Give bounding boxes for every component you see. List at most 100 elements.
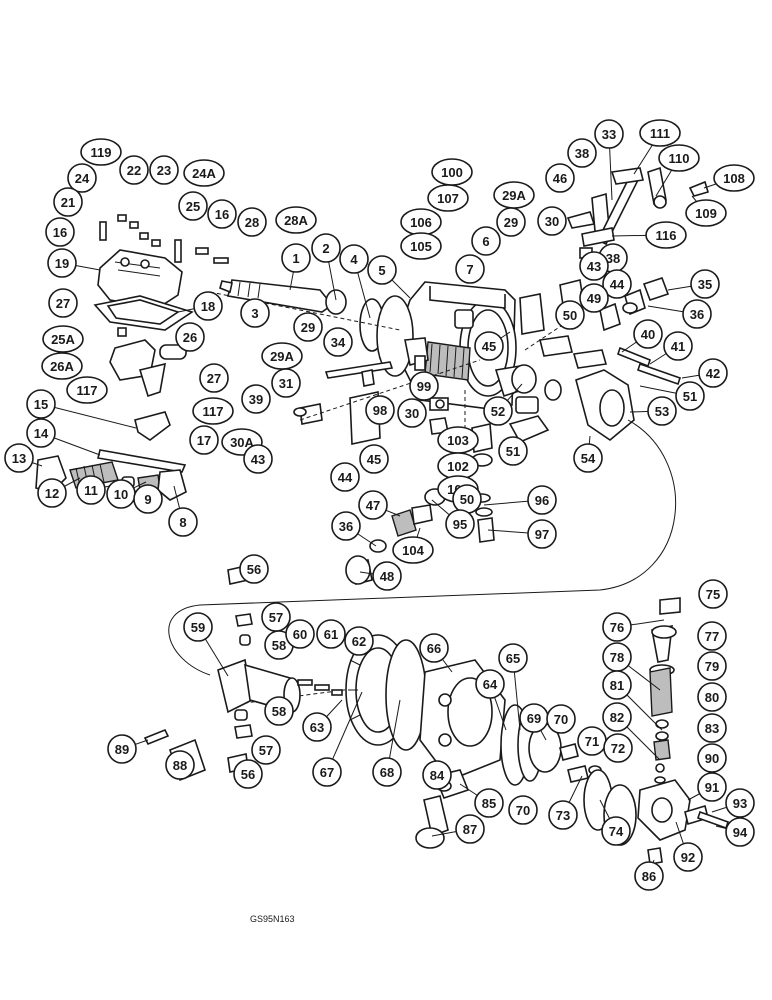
callout-64: 64 [475, 669, 505, 699]
callout-70: 70 [508, 795, 538, 825]
callout-13: 13 [4, 443, 34, 473]
callout-number: 56 [241, 767, 255, 782]
callout-17: 17 [189, 425, 219, 455]
callout-number: 24A [192, 166, 216, 181]
callout-73: 73 [548, 800, 578, 830]
callout-6: 6 [471, 226, 501, 256]
callout-26a: 26A [41, 352, 83, 380]
callout-number: 54 [581, 451, 596, 466]
callout-56: 56 [239, 554, 269, 584]
callout-number: 109 [695, 206, 717, 221]
callout-bubble [409, 371, 439, 401]
callout-number: 16 [53, 225, 67, 240]
callout-59: 59 [183, 612, 213, 642]
callout-98: 98 [365, 395, 395, 425]
callout-bubble [37, 478, 67, 508]
callout-number: 31 [279, 376, 293, 391]
governor-cover-19 [97, 249, 183, 309]
callout-105: 105 [400, 232, 442, 260]
callout-27: 27 [199, 363, 229, 393]
callout-51: 51 [498, 436, 528, 466]
callout-number: 4 [350, 252, 358, 267]
callout-23: 23 [149, 155, 179, 185]
callout-21: 21 [53, 187, 83, 217]
callout-22: 22 [119, 155, 149, 185]
callout-number: 56 [247, 562, 261, 577]
callout-number: 70 [516, 803, 530, 818]
callout-number: 108 [723, 171, 745, 186]
callout-80: 80 [697, 682, 727, 712]
callout-bubble [358, 490, 388, 520]
callout-bubble [471, 226, 501, 256]
callout-14: 14 [26, 418, 56, 448]
callout-number: 60 [293, 627, 307, 642]
callout-bubble [475, 669, 505, 699]
callout-bubble [372, 561, 402, 591]
callout-1: 1 [281, 243, 311, 273]
callout-58: 58 [264, 696, 294, 726]
callout-number: 18 [201, 299, 215, 314]
callout-number: 90 [705, 751, 719, 766]
callout-number: 66 [427, 641, 441, 656]
callout-29a: 29A [261, 342, 303, 370]
callout-25a: 25A [42, 325, 84, 353]
callout-number: 97 [535, 527, 549, 542]
callout-33: 33 [594, 119, 624, 149]
callout-number: 59 [191, 620, 205, 635]
callout-76: 76 [602, 612, 632, 642]
callout-number: 71 [585, 734, 599, 749]
callout-117: 117 [66, 376, 108, 404]
callout-bubble [133, 484, 163, 514]
callout-57: 57 [261, 602, 291, 632]
callout-82: 82 [602, 702, 632, 732]
callout-66: 66 [419, 633, 449, 663]
callout-83: 83 [697, 713, 727, 743]
callout-92: 92 [673, 842, 703, 872]
callout-bubble [275, 206, 317, 234]
callout-bubble [168, 507, 198, 537]
callout-number: 75 [706, 587, 720, 602]
callout-bubble [697, 651, 727, 681]
callout-68: 68 [372, 757, 402, 787]
callout-number: 58 [272, 638, 286, 653]
callout-29: 29 [496, 207, 526, 237]
callout-bubble [400, 232, 442, 260]
callout-43: 43 [579, 251, 609, 281]
callout-number: 111 [650, 126, 670, 141]
callout-number: 36 [690, 307, 704, 322]
callout-36: 36 [682, 299, 712, 329]
callout-number: 104 [402, 543, 424, 558]
callout-number: 19 [55, 256, 69, 271]
callout-bubble [372, 757, 402, 787]
callout-50: 50 [452, 484, 482, 514]
callout-number: 45 [482, 339, 496, 354]
callout-bubble [427, 184, 469, 212]
callout-bubble [302, 712, 332, 742]
callout-30: 30 [397, 398, 427, 428]
callout-number: 21 [61, 195, 75, 210]
callout-number: 48 [380, 569, 394, 584]
callout-bubble [183, 159, 225, 187]
callout-bubble [80, 138, 122, 166]
callout-41: 41 [663, 331, 693, 361]
callout-bubble [107, 734, 137, 764]
callout-bubble [285, 619, 315, 649]
callout-number: 6 [482, 234, 489, 249]
callout-number: 80 [705, 690, 719, 705]
callout-number: 57 [269, 610, 283, 625]
callout-bubble [698, 358, 728, 388]
callout-number: 5 [378, 263, 385, 278]
callout-65: 65 [498, 643, 528, 673]
lower-housing-parts [293, 361, 495, 585]
callout-111: 111 [639, 119, 681, 147]
callout-number: 100 [441, 165, 463, 180]
callout-bubble [713, 164, 755, 192]
callout-number: 44 [610, 277, 625, 292]
callout-number: 58 [272, 704, 286, 719]
callout-bubble [483, 396, 513, 426]
callout-4: 4 [339, 244, 369, 274]
callout-number: 16 [215, 207, 229, 222]
callout-bubble [237, 207, 267, 237]
callout-number: 96 [535, 493, 549, 508]
callout-24a: 24A [183, 159, 225, 187]
